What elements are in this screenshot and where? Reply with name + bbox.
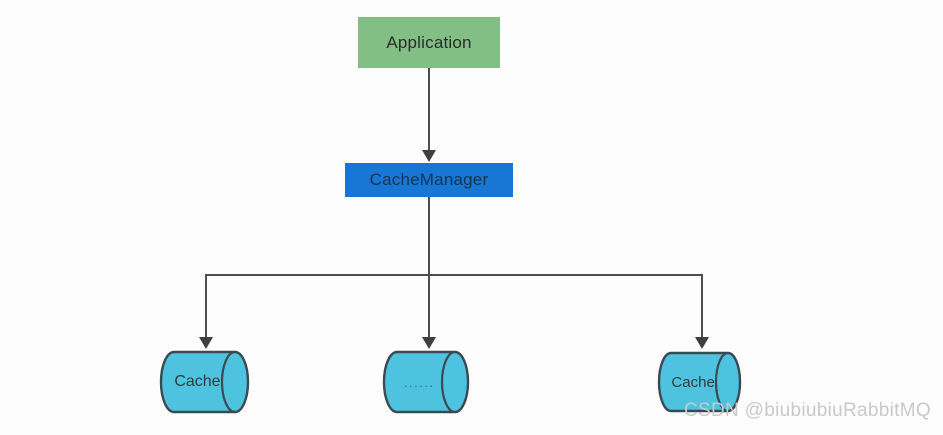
edge-bus-to-cache-middle-arrowhead: [422, 337, 436, 349]
node-cachemanager[interactable]: CacheManager: [345, 163, 513, 197]
edge-bus-to-cache-left-arrowhead: [199, 337, 213, 349]
node-cache-left[interactable]: Cache: [159, 350, 256, 414]
watermark-text: CSDN @biubiubiuRabbitMQ: [684, 400, 931, 421]
edge-bus-to-cache-middle-line: [428, 274, 430, 340]
node-cache-middle[interactable]: ......: [382, 350, 476, 414]
cylinder-shape-icon: [159, 350, 250, 414]
node-application[interactable]: Application: [358, 17, 500, 68]
cylinder-shape-icon: [657, 351, 742, 413]
node-application-label: Application: [386, 32, 472, 52]
node-cachemanager-label: CacheManager: [369, 170, 489, 189]
edge-bus-to-cache-left-line: [205, 274, 207, 340]
edge-distribution-bus: [206, 274, 703, 276]
edge-bus-to-cache-right-arrowhead: [695, 337, 709, 349]
edge-bus-to-cache-right-line: [701, 274, 703, 340]
edge-cachemanager-stem: [428, 197, 430, 276]
edge-application-to-cachemanager-line: [428, 68, 430, 152]
cylinder-shape-icon: [382, 350, 470, 414]
edge-application-to-cachemanager-arrowhead: [422, 150, 436, 162]
